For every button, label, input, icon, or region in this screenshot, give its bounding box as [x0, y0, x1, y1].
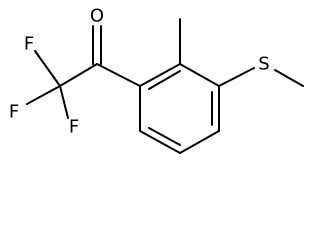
sulfur-label: S [258, 54, 269, 75]
carbonyl-cf3-bond [59, 63, 98, 87]
fluorine-bottom-label: F [69, 117, 79, 138]
c-f-left-bond [26, 85, 61, 105]
ring-inner-bond-a [148, 70, 181, 90]
ring-bond-5 [139, 130, 181, 154]
ring-bond-4 [179, 130, 220, 154]
s-methyl-bond [274, 69, 304, 87]
ring-bond-2 [179, 63, 220, 87]
oxygen-label: O [90, 6, 104, 27]
ring-bond-1 [139, 63, 181, 87]
fluorine-left-label: F [9, 102, 19, 123]
chemical-structure: O F F F S [9, 6, 304, 154]
carbonyl-ring-bond [96, 63, 141, 87]
ring-inner-bond-c [148, 127, 181, 146]
c-f-bottom-bond [59, 85, 69, 119]
fluorine-top-label: F [24, 34, 34, 55]
c-f-top-bond [34, 50, 61, 87]
ring-s-bond [218, 67, 255, 87]
